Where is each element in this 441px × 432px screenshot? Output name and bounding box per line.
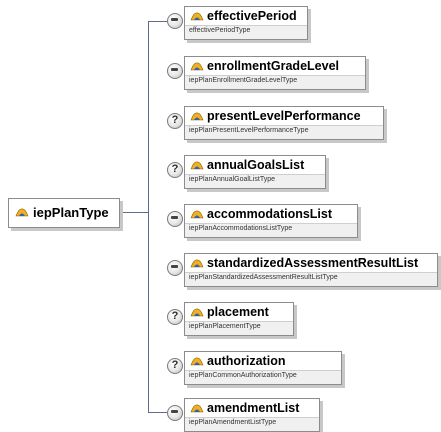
- root-element-name: iepPlanType: [33, 205, 109, 220]
- required-occurrence-icon: [167, 211, 183, 227]
- element-name: effectivePeriod: [207, 9, 297, 23]
- element-icon: [190, 357, 204, 366]
- element-name: enrollmentGradeLevel: [207, 59, 339, 73]
- element-name: authorization: [207, 354, 286, 368]
- child-element-annualGoalsList[interactable]: annualGoalsList iepPlanAnnualGoalListTyp…: [184, 155, 326, 189]
- element-icon: [190, 12, 204, 21]
- child-element-authorization[interactable]: authorization iepPlanCommonAuthorization…: [184, 351, 342, 385]
- required-occurrence-icon: [167, 260, 183, 276]
- element-icon: [190, 161, 204, 170]
- element-name: annualGoalsList: [207, 158, 305, 172]
- element-icon: [190, 210, 204, 219]
- element-name: standardizedAssessmentResultList: [207, 256, 419, 270]
- type-name: iepPlanCommonAuthorizationType: [189, 372, 297, 379]
- type-bar: iepPlanAmendmentListType: [185, 417, 319, 431]
- element-name: accommodationsList: [207, 207, 333, 221]
- element-name: amendmentList: [207, 401, 300, 415]
- type-bar: iepPlanPlacementType: [185, 321, 293, 335]
- type-name: iepPlanEnrollmentGradeLevelType: [189, 77, 298, 84]
- type-name: iepPlanStandardizedAssessmentResultListT…: [189, 274, 338, 281]
- type-bar: iepPlanAnnualGoalListType: [185, 174, 325, 188]
- type-name: iepPlanPresentLevelPerformanceType: [189, 127, 309, 134]
- required-occurrence-icon: [167, 405, 183, 421]
- element-icon: [15, 208, 29, 217]
- type-bar: iepPlanAccommodationsListType: [185, 223, 357, 237]
- optional-occurrence-icon: [167, 162, 183, 178]
- type-name: iepPlanAccommodationsListType: [189, 225, 293, 232]
- type-bar: iepPlanEnrollmentGradeLevelType: [185, 75, 365, 89]
- type-name: effectivePeriodType: [189, 27, 251, 34]
- child-element-accommodationsList[interactable]: accommodationsList iepPlanAccommodations…: [184, 204, 358, 238]
- optional-occurrence-icon: [167, 358, 183, 374]
- type-bar: effectivePeriodType: [185, 25, 307, 39]
- child-element-effectivePeriod[interactable]: effectivePeriod effectivePeriodType: [184, 6, 308, 40]
- required-occurrence-icon: [167, 13, 183, 29]
- type-name: iepPlanAmendmentListType: [189, 419, 277, 426]
- element-icon: [190, 62, 204, 71]
- type-bar: iepPlanStandardizedAssessmentResultListT…: [185, 272, 437, 286]
- element-name: presentLevelPerformance: [207, 109, 361, 123]
- element-name: placement: [207, 305, 269, 319]
- type-name: iepPlanPlacementType: [189, 323, 261, 330]
- child-element-standardizedAssessmentResultList[interactable]: standardizedAssessmentResultList iepPlan…: [184, 253, 438, 287]
- required-occurrence-icon: [167, 63, 183, 79]
- root-element-iepPlanType[interactable]: iepPlanType: [8, 198, 120, 228]
- child-element-presentLevelPerformance[interactable]: presentLevelPerformance iepPlanPresentLe…: [184, 106, 384, 140]
- element-icon: [190, 308, 204, 317]
- type-bar: iepPlanPresentLevelPerformanceType: [185, 125, 383, 139]
- child-element-amendmentList[interactable]: amendmentList iepPlanAmendmentListType: [184, 398, 320, 432]
- element-icon: [190, 112, 204, 121]
- element-icon: [190, 259, 204, 268]
- child-element-enrollmentGradeLevel[interactable]: enrollmentGradeLevel iepPlanEnrollmentGr…: [184, 56, 366, 90]
- optional-occurrence-icon: [167, 113, 183, 129]
- child-element-placement[interactable]: placement iepPlanPlacementType: [184, 302, 294, 336]
- optional-occurrence-icon: [167, 309, 183, 325]
- type-name: iepPlanAnnualGoalListType: [189, 176, 276, 183]
- type-bar: iepPlanCommonAuthorizationType: [185, 370, 341, 384]
- element-icon: [190, 404, 204, 413]
